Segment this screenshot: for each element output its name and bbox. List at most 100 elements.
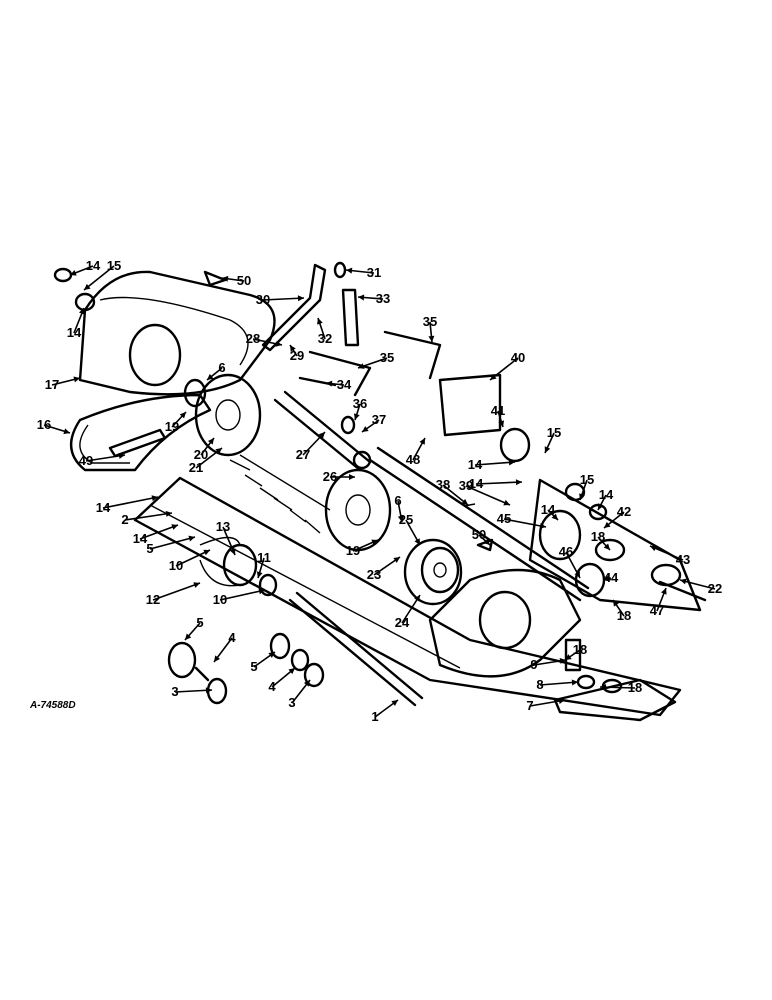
callout-4: 4 [268,667,296,694]
callout-22: 22 [679,578,722,596]
callout-leader [174,689,213,693]
callout-arrowhead [317,318,323,325]
callout-number: 10 [169,558,183,573]
callout-leader [262,297,305,301]
gear-housing [438,373,606,598]
callout-14: 14 [541,502,559,521]
callout-arrowhead [297,295,304,302]
callout-leader [465,485,511,506]
callout-leader [175,549,211,567]
rotor-tines [229,454,331,534]
callout-number: 11 [257,550,271,565]
callout-arrowhead [503,499,510,506]
callout-number: 35 [380,350,394,365]
callout-9: 9 [530,657,567,672]
callout-8: 8 [536,677,579,692]
callout-arrowhead [258,588,265,595]
callout-number: 16 [37,417,51,432]
callout-number: 4 [268,679,276,694]
callout-arrowhead [574,571,580,578]
callout-40: 40 [489,350,525,381]
callout-arrowhead [275,340,282,347]
callout-42: 42 [603,504,631,529]
callout-arrowhead [508,459,515,466]
callout-1: 1 [371,699,399,724]
callout-47: 47 [650,587,667,618]
callout-leader [679,579,716,590]
callout-arrowhead [193,582,200,588]
callout-number: 5 [196,615,203,630]
callout-arrowhead [498,420,505,427]
callout-33: 33 [357,291,390,306]
callout-29: 29 [289,344,304,363]
callout-number: 5 [250,659,257,674]
callout-arrowhead [393,557,400,563]
callout-arrowhead [358,294,365,301]
callout-arrowhead [70,270,77,276]
callout-arrowhead [222,275,229,282]
callout-39: 39 [459,478,511,506]
callout-32: 32 [317,317,332,346]
callout-15: 15 [579,472,594,501]
callout-23: 23 [367,556,401,582]
callout-number: 38 [436,477,450,492]
callout-number: 14 [96,500,111,515]
callout-arrowhead [490,373,497,380]
callout-number: 25 [399,512,413,527]
callout-17: 17 [45,376,81,392]
callout-number: 5 [146,541,153,556]
callout-arrowhead [604,521,611,528]
callout-arrowhead [288,668,295,675]
callout-arrowhead [461,498,468,505]
callout-number: 39 [459,478,473,493]
callout-number: 50 [472,527,486,542]
callout-number: 20 [194,447,208,462]
lever-assembly [261,261,442,397]
callout-number: 24 [395,615,410,630]
callout-arrowhead [179,412,186,419]
callout-37: 37 [361,412,386,433]
callout-number: 49 [79,453,93,468]
callout-50: 50 [221,273,251,288]
right-rotor-disk [324,468,392,552]
callout-leader [83,265,115,291]
callout-2: 2 [121,510,173,527]
callout-arrowhead [539,522,546,529]
callout-number: 29 [290,348,304,363]
callout-number: 6 [218,360,225,375]
callout-number: 17 [45,377,59,392]
callout-arrowhead [603,575,610,582]
drive-pulley [403,538,463,606]
callout-16: 16 [37,417,71,435]
callout-number: 18 [591,529,605,544]
callout-number: 10 [213,592,227,607]
callout-leader [102,496,159,509]
callout-36: 36 [353,396,367,421]
callout-10: 10 [213,588,266,607]
callout-14: 14 [469,476,523,491]
callout-arrowhead [207,438,214,445]
callout-arrowhead [551,513,558,520]
callout-arrowhead [78,308,85,315]
callout-19: 19 [165,411,187,434]
callout-3: 3 [171,684,213,699]
callout-leader [219,589,266,601]
callout-14: 14 [133,524,179,546]
callout-27: 27 [296,431,326,462]
drawing-number: A-74588D [29,700,76,711]
callout-arrowhead [214,655,220,662]
callout-number: 37 [372,412,386,427]
callout-arrowhead [603,543,610,550]
callout-arrowhead [203,549,210,556]
callout-arrowhead [428,335,435,342]
callout-number: 19 [346,543,360,558]
callout-arrowhead [353,413,360,420]
callout-arrowhead [515,479,522,486]
callout-number: 48 [406,452,420,467]
callout-number: 6 [394,493,401,508]
callout-number: 18 [628,680,642,695]
callout-19: 19 [346,539,379,558]
callout-number: 40 [511,350,525,365]
callout-number: 14 [86,258,101,273]
